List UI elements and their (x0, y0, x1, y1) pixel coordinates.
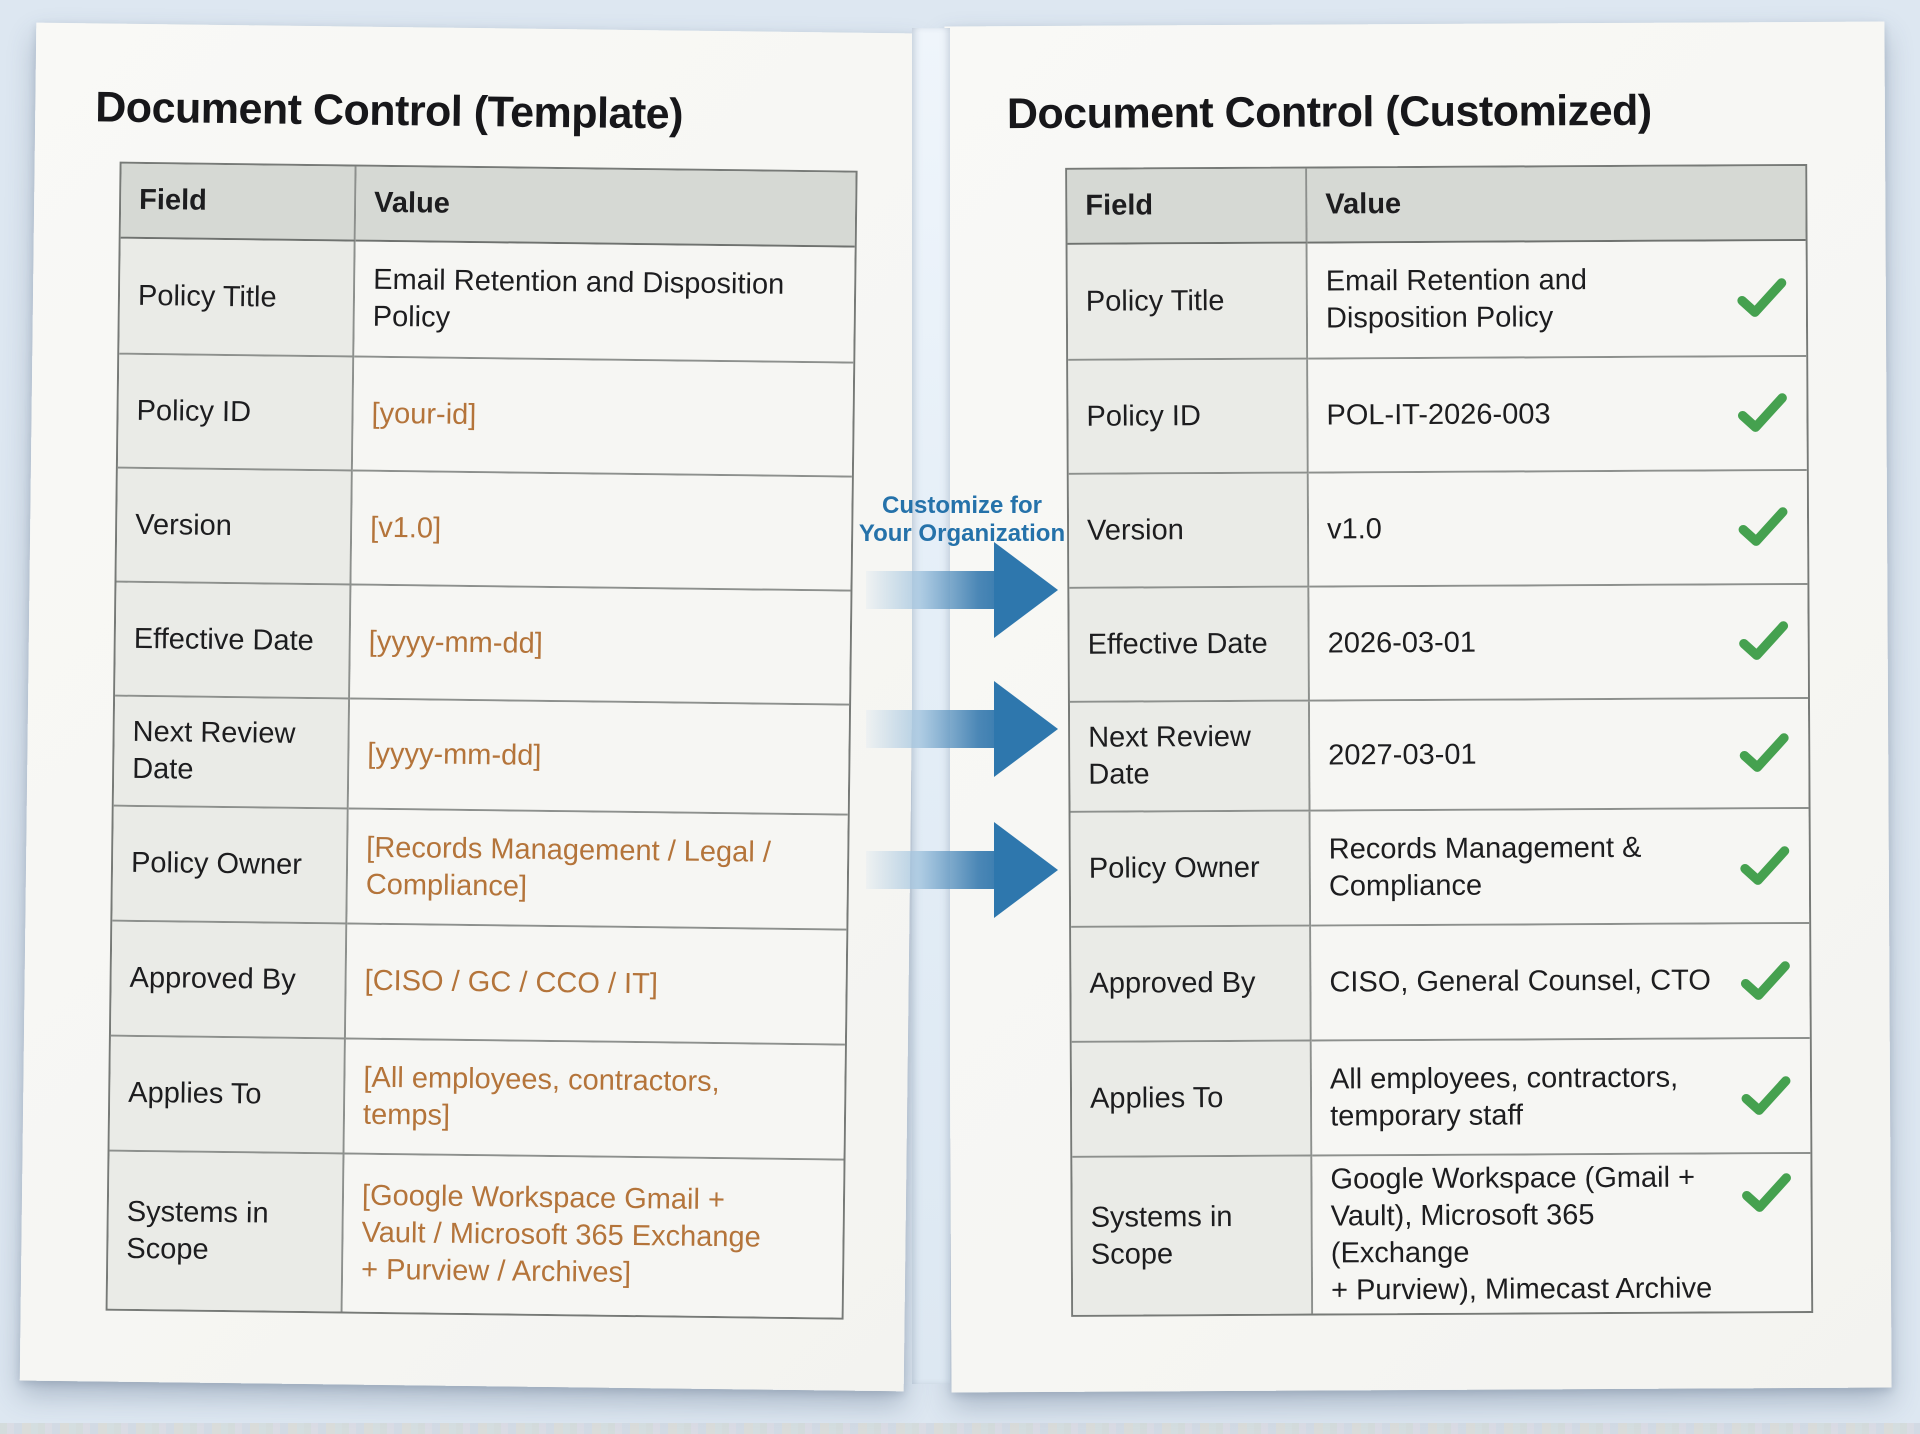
placeholder-value-text: [All employees, contractors, temps] (362, 1061, 720, 1132)
value-cell: [yyyy-mm-dd] (350, 585, 851, 706)
check-icon (1739, 733, 1789, 772)
placeholder-value-text: [v1.0] (369, 511, 442, 545)
check-icon (1739, 621, 1789, 660)
field-cell: Applies To (109, 1036, 346, 1155)
check-icon (1740, 960, 1790, 1000)
check-icon (1741, 1075, 1791, 1115)
column-header-value: Value (355, 166, 856, 248)
table-row: Applies To[All employees, contractors, t… (109, 1036, 845, 1161)
value-text: POL-IT-2026-003 (1326, 397, 1551, 431)
value-text: Records Management & Compliance (1328, 831, 1642, 902)
scan-artifact-strip (0, 1423, 1920, 1434)
placeholder-value-text: [your-id] (371, 397, 477, 431)
field-cell: Policy Title (119, 238, 356, 358)
value-cell: [Google Workspace Gmail + Vault / Micros… (342, 1154, 844, 1318)
value-cell: [your-id] (352, 357, 854, 478)
value-cell: v1.0 (1308, 470, 1808, 588)
value-text: CISO, General Counsel, CTO (1329, 964, 1711, 999)
check-icon (1737, 278, 1787, 317)
field-cell: Approved By (110, 921, 348, 1040)
value-cell: 2027-03-01 (1309, 698, 1809, 812)
field-cell: Policy ID (1068, 359, 1309, 475)
check-icon (1740, 845, 1790, 885)
value-text: All employees, contractors, temporary st… (1329, 1061, 1679, 1132)
value-cell: [yyyy-mm-dd] (348, 699, 850, 816)
field-cell: Applies To (1071, 1041, 1313, 1158)
placeholder-value-text: [yyyy-mm-dd] (367, 737, 542, 772)
table-row: Version v1.0 (1068, 470, 1808, 589)
value-cell: [All employees, contractors, temps] (344, 1039, 845, 1161)
value-text: Email Retention and Disposition Policy (372, 263, 785, 334)
field-cell: Systems in Scope (1072, 1156, 1314, 1315)
value-text: Google Workspace (Gmail + Vault), Micros… (1330, 1161, 1713, 1306)
value-cell: [CISO / GC / CCO / IT] (345, 924, 847, 1046)
value-cell: Records Management & Compliance (1310, 808, 1810, 927)
field-cell: Next Review Date (1069, 701, 1311, 813)
table-row: Policy ID POL-IT-2026-003 (1068, 356, 1807, 475)
table-row: Policy ID [your-id] (117, 354, 854, 478)
table-row: Approved By [CISO / GC / CCO / IT] (110, 921, 847, 1046)
field-cell: Version (1068, 473, 1310, 589)
table-row: Next Review Date [yyyy-mm-dd] (113, 696, 850, 816)
value-text: 2026-03-01 (1327, 626, 1477, 659)
value-cell: CISO, General Counsel, CTO (1311, 923, 1810, 1042)
field-cell: Policy Owner (1070, 811, 1312, 928)
placeholder-value-text: [CISO / GC / CCO / IT] (364, 964, 659, 1001)
template-page-title: Document Control (Template) (95, 83, 684, 139)
column-header-field: Field (120, 163, 357, 242)
table-row: Systems in Scope[Google Workspace Gmail … (107, 1151, 844, 1318)
table-row: Effective Date 2026-03-01 (1069, 584, 1808, 703)
field-cell: Effective Date (1069, 587, 1310, 703)
table-row: Policy Owner[Records Management / Legal … (112, 806, 848, 931)
field-cell: Policy Title (1067, 243, 1309, 361)
placeholder-value-text: [Records Management / Legal / Compliance… (365, 831, 772, 903)
value-text: Email Retention and Disposition Policy (1325, 264, 1588, 335)
placeholder-value-text: [Google Workspace Gmail + Vault / Micros… (360, 1179, 761, 1290)
check-icon (1738, 507, 1788, 546)
value-cell: [Records Management / Legal / Compliance… (347, 809, 848, 931)
check-icon (1737, 393, 1787, 432)
value-text: 2027-03-01 (1328, 738, 1477, 771)
value-cell: POL-IT-2026-003 (1308, 356, 1807, 474)
column-header-field: Field (1067, 168, 1308, 245)
field-cell: Version (116, 468, 353, 586)
field-cell: Policy ID (117, 354, 355, 472)
field-cell: Systems in Scope (107, 1151, 345, 1312)
value-cell: Email Retention and Disposition Policy (1307, 240, 1807, 360)
field-cell: Approved By (1071, 926, 1312, 1043)
field-cell: Next Review Date (113, 696, 351, 810)
table-row: Next Review Date 2027-03-01 (1069, 698, 1809, 813)
table-row: Approved By CISO, General Counsel, CTO (1071, 923, 1810, 1043)
value-cell: All employees, contractors, temporary st… (1311, 1038, 1811, 1157)
table-row: Effective Date [yyyy-mm-dd] (115, 582, 851, 706)
value-cell: Email Retention and Disposition Policy (354, 241, 855, 364)
check-icon (1742, 1173, 1791, 1212)
value-cell: Google Workspace (Gmail + Vault), Micros… (1312, 1153, 1812, 1314)
page-gap-highlight (912, 28, 950, 1384)
value-text: v1.0 (1326, 512, 1382, 545)
customized-page-title: Document Control (Customized) (1006, 86, 1652, 139)
field-cell: Policy Owner (112, 806, 349, 925)
value-cell: [v1.0] (351, 471, 852, 592)
field-cell: Effective Date (115, 582, 352, 700)
column-header-value: Value (1307, 165, 1806, 244)
value-cell: 2026-03-01 (1309, 584, 1808, 702)
placeholder-value-text: [yyyy-mm-dd] (368, 625, 543, 660)
table-row: Version [v1.0] (116, 468, 852, 592)
